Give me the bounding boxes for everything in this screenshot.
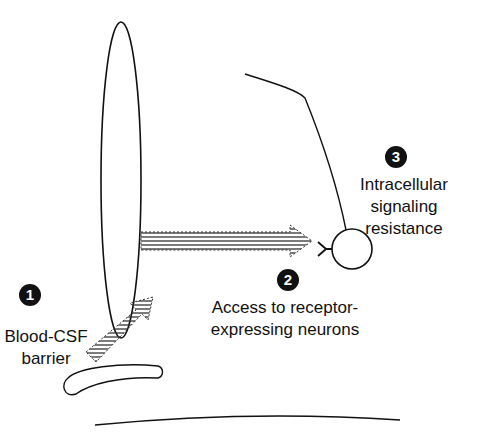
- receptor-symbol: [318, 242, 332, 256]
- callout-text: Blood-CSF barrier: [0, 326, 92, 370]
- tissue-surface: [95, 416, 400, 425]
- callout-number: 2: [277, 269, 299, 291]
- callout-text: Access to receptor-expressing neurons: [195, 297, 375, 341]
- axon: [245, 74, 346, 230]
- hatched-arrow: [86, 297, 153, 362]
- ventricle-outline: [101, 22, 141, 338]
- hatched-arrow: [141, 225, 312, 257]
- blood-vessel: [64, 365, 163, 395]
- callout-text: Intracellular signaling resistance: [340, 174, 468, 240]
- callout-number: 1: [19, 284, 41, 306]
- callout-number: 3: [385, 146, 407, 168]
